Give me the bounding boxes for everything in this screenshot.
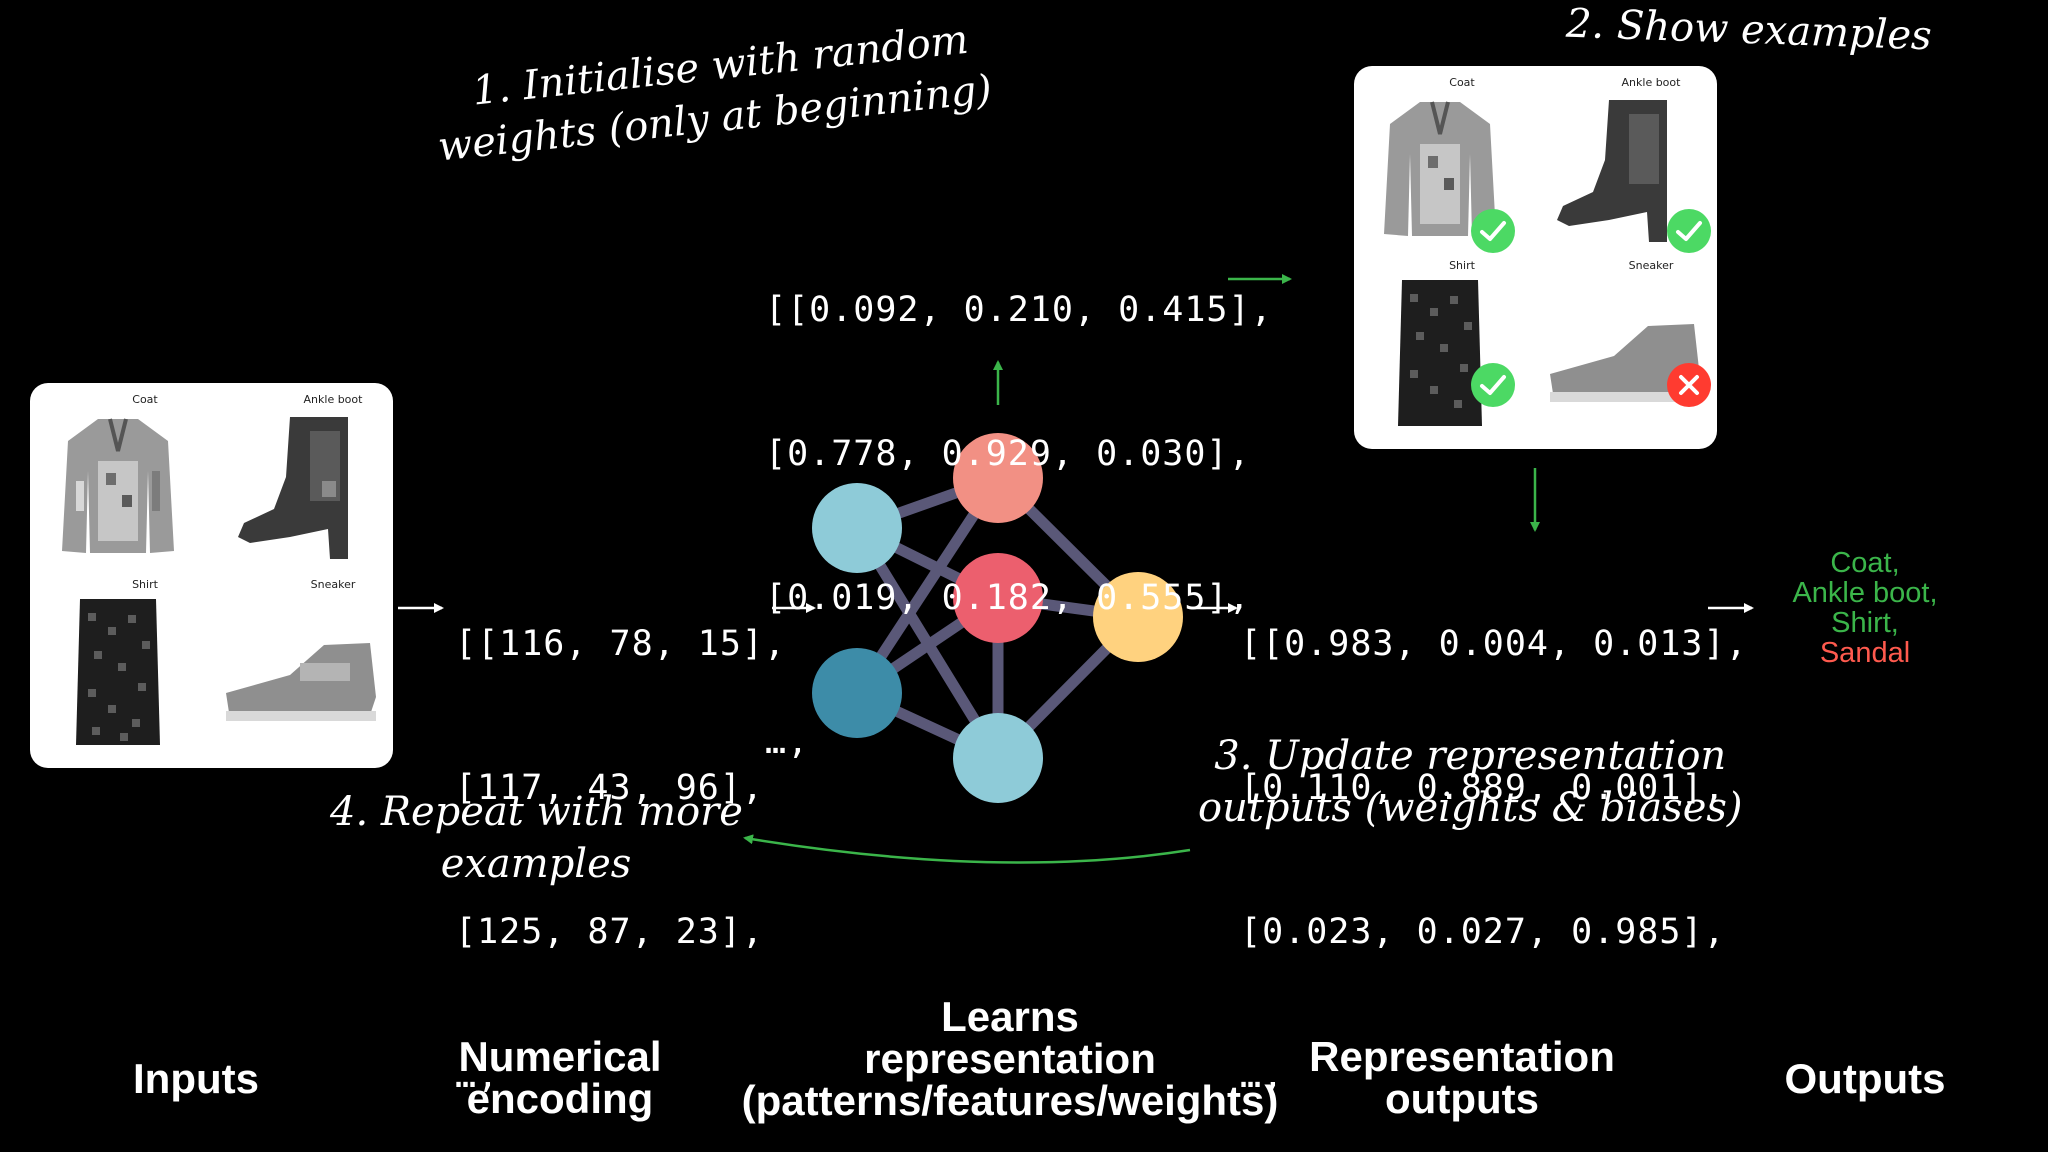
label-learns-representation: Learns representation (patterns/features… (730, 996, 1290, 1122)
example-shirt-image (1398, 280, 1482, 426)
node-hidden-top (953, 433, 1043, 523)
check-icon (1667, 209, 1711, 253)
label-inputs: Inputs (133, 1055, 259, 1102)
sneaker-image (226, 643, 376, 721)
step4-line1: 4. Repeat with more (330, 789, 743, 835)
example-label-shirt: Shirt (1449, 259, 1475, 272)
step4-annotation: 4. Repeat with more examples (330, 786, 743, 890)
coat-image (62, 418, 174, 553)
node-input-top (812, 483, 902, 573)
cross-icon (1667, 363, 1711, 407)
label-numerical-encoding-line2: encoding (466, 1075, 654, 1122)
check-icon (1471, 209, 1515, 253)
numerical-encoding-matrix: [[116, 78, 15], [117, 43, 96], [125, 87,… (455, 524, 786, 1148)
shirt-image (76, 599, 160, 745)
input-images-card: Coat Ankle boot Shirt Sneaker (30, 383, 393, 768)
predicted-outputs: Coat, Ankle boot, Shirt, Sandal (1765, 548, 1965, 668)
label-rep-outputs-line2: outputs (1385, 1075, 1539, 1122)
matrix-line: [125, 87, 23], (455, 912, 765, 952)
node-input-bottom (812, 648, 902, 738)
matrix-line: [0.023, 0.027, 0.985], (1240, 912, 1726, 952)
representation-outputs-matrix: [[0.983, 0.004, 0.013], [0.110, 0.889, 0… (1240, 524, 1748, 1148)
output-shirt: Shirt, (1831, 607, 1899, 639)
example-ankle-boot-image (1557, 100, 1667, 242)
label-representation-outputs: Representation outputs (1302, 1036, 1622, 1120)
node-hidden-middle (953, 553, 1043, 643)
example-label-sneaker: Sneaker (1628, 259, 1674, 272)
label-learns-line3: (patterns/features/weights) (741, 1077, 1279, 1124)
output-coat: Coat, (1830, 547, 1900, 579)
example-sneaker-image (1550, 324, 1700, 402)
step3-line2: outputs (weights & biases) (1198, 785, 1743, 831)
label-learns-line1: Learns (941, 993, 1079, 1040)
output-ankle-boot: Ankle boot, (1792, 577, 1938, 609)
matrix-line: [0.778, 0.929, 0.030], (765, 434, 1251, 474)
example-label-ankle-boot: Ankle boot (1621, 76, 1681, 89)
matrix-line: [0.110, 0.889, 0.001], (1240, 768, 1726, 808)
step3-annotation: 3. Update representation outputs (weight… (1198, 730, 1743, 834)
check-icon (1471, 363, 1515, 407)
step4-line2: examples (440, 841, 632, 887)
input-label-ankle-boot: Ankle boot (303, 393, 363, 406)
output-sandal: Sandal (1819, 637, 1911, 669)
node-hidden-bottom (953, 713, 1043, 803)
example-label-coat: Coat (1449, 76, 1475, 89)
input-label-coat: Coat (132, 393, 158, 406)
label-numerical-encoding-line1: Numerical (458, 1033, 662, 1080)
matrix-line: …, (765, 722, 810, 762)
label-numerical-encoding: Numerical encoding (420, 1036, 700, 1120)
example-coat-image (1384, 101, 1496, 236)
matrix-line: [117, 43, 96], (455, 768, 765, 808)
input-label-shirt: Shirt (132, 578, 158, 591)
arrow-repeat-loop (743, 834, 1191, 864)
label-rep-outputs-line1: Representation (1309, 1033, 1615, 1080)
examples-card: Coat Ankle boot Shirt Sneaker (1354, 66, 1717, 449)
matrix-line: …, (455, 1056, 500, 1096)
input-label-sneaker: Sneaker (310, 578, 356, 591)
ankle-boot-image (238, 417, 348, 559)
label-learns-line2: representation (864, 1035, 1156, 1082)
matrix-line: [0.019, 0.182, 0.555], (765, 578, 1251, 618)
matrix-line: [[116, 78, 15], (455, 624, 787, 664)
weights-matrix: [[0.092, 0.210, 0.415], [0.778, 0.929, 0… (765, 190, 1273, 814)
node-output (1093, 572, 1183, 662)
matrix-line: [[0.983, 0.004, 0.013], (1240, 624, 1748, 664)
matrix-line: …, (1240, 1056, 1285, 1096)
matrix-line: [[0.092, 0.210, 0.415], (765, 290, 1273, 330)
step3-line1: 3. Update representation (1214, 733, 1727, 779)
label-outputs: Outputs (1784, 1055, 1946, 1102)
